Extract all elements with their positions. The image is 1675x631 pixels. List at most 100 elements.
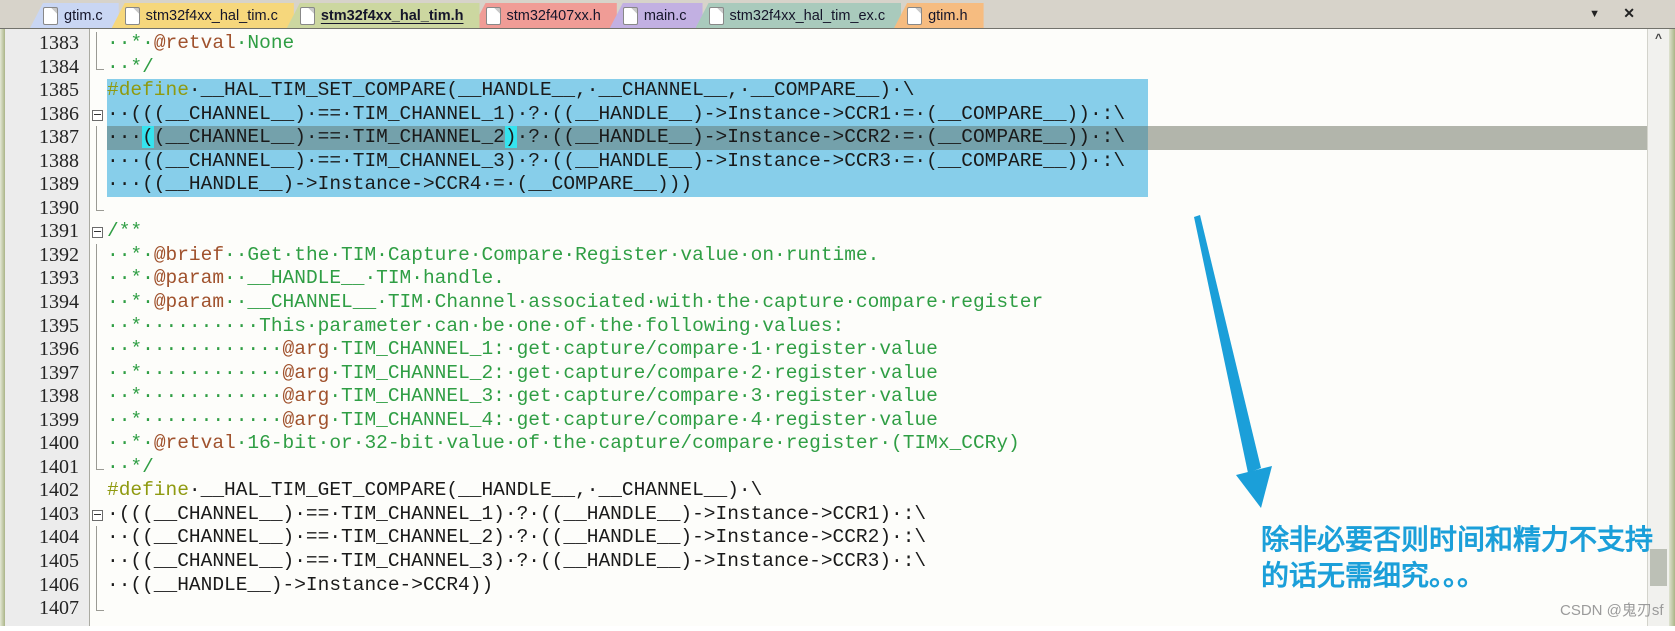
fold-guide-icon (96, 243, 97, 268)
code-segment: ··*· (107, 291, 154, 314)
fold-guide-icon (96, 361, 97, 386)
tab-gtim.c[interactable]: gtim.c (30, 3, 119, 28)
code-segment: ··*· (107, 32, 154, 54)
code-line[interactable]: ··(((__CHANNEL__)·==·TIM_CHANNEL_1)·?·((… (107, 102, 1648, 127)
tab-close-icon[interactable]: ✕ (1623, 5, 1635, 21)
fold-guide-icon (96, 432, 97, 456)
code-line[interactable]: ···((__HANDLE__)->Instance->CCR4·=·(__CO… (107, 173, 1648, 197)
code-row: 1388 ···((__CHANNEL__)·==·TIM_CHANNEL_3)·… (5, 149, 1648, 174)
code-line[interactable]: ···((__CHANNEL__)·==·TIM_CHANNEL_3)·?·((… (107, 149, 1648, 174)
line-number: 1407 (39, 597, 79, 620)
code-line[interactable]: ··*··········This·parameter·can·be·one·o… (107, 315, 1648, 339)
code-row: 1406 ··((__HANDLE__)->Instance->CCR4)) (5, 573, 1648, 598)
code-line[interactable]: ···((__CHANNEL__)·==·TIM_CHANNEL_2)·?·((… (107, 126, 1648, 150)
window-edge-right (1669, 29, 1675, 626)
code-line[interactable]: ··*·@param··__HANDLE__·TIM·handle. (107, 267, 1648, 291)
code-line[interactable]: ··*/ (107, 56, 1648, 80)
fold-guide-icon (96, 526, 97, 551)
code-line[interactable]: ··*·@retval·16-bit·or·32-bit·value·of·th… (107, 432, 1648, 456)
tab-gtim.h[interactable]: gtim.h (894, 3, 984, 28)
code-segment: ··*/ (107, 455, 154, 478)
code-row: 1402#define·__HAL_TIM_GET_COMPARE(__HAND… (5, 479, 1648, 503)
code-line[interactable]: ··((__CHANNEL__)·==·TIM_CHANNEL_2)·?·((_… (107, 526, 1648, 550)
tab-main.c[interactable]: main.c (609, 3, 703, 28)
line-number: 1386 (39, 102, 79, 125)
tab-stm32f4xx_hal_tim_ex.c[interactable]: stm32f4xx_hal_tim_ex.c (695, 3, 902, 28)
code-line[interactable]: ··*············@arg·TIM_CHANNEL_2:·get·c… (107, 362, 1648, 386)
code-line[interactable] (107, 197, 1648, 221)
code-line[interactable]: #define·__HAL_TIM_GET_COMPARE(__HANDLE__… (107, 479, 1648, 503)
code-segment: ··· (107, 126, 143, 149)
fold-guide-icon (96, 291, 97, 315)
code-row: 1400··*·@retval·16-bit·or·32-bit·value·o… (5, 432, 1648, 456)
code-line[interactable]: /** (107, 220, 1648, 244)
code-line[interactable]: ··*·@brief··Get·the·TIM·Capture·Compare·… (107, 244, 1648, 268)
code-segment: @param (153, 267, 225, 290)
vertical-scrollbar[interactable]: ^ (1647, 29, 1669, 626)
code-line[interactable]: ··((__CHANNEL__)·==·TIM_CHANNEL_3)·?·((_… (107, 550, 1648, 574)
scrollbar-thumb[interactable] (1650, 549, 1667, 586)
fold-cell (89, 597, 107, 621)
code-segment: ··__CHANNEL__·TIM·Channel·associated·wit… (224, 291, 1044, 314)
fold-toggle-icon[interactable] (92, 227, 103, 239)
code-segment: ··*··········This·parameter·can·be·one·o… (107, 314, 845, 337)
code-line[interactable]: ··*············@arg·TIM_CHANNEL_3:·get·c… (107, 385, 1648, 409)
code-segment: ··*············ (107, 338, 283, 361)
code-row: 1386 ··(((__CHANNEL__)·==·TIM_CHANNEL_1)·… (5, 102, 1648, 127)
document-icon (907, 6, 923, 25)
fold-guide-icon (96, 550, 97, 574)
fold-cell (89, 432, 107, 456)
code-line[interactable]: ··*/ (107, 456, 1648, 480)
code-segment: ·TIM_CHANNEL_1:·get·capture/compare·1·re… (329, 338, 938, 361)
code-segment: ···((__CHANNEL__)·==·TIM_CHANNEL_3)·?·((… (107, 149, 1126, 172)
fold-cell (89, 267, 107, 292)
code-segment: ··Get·the·TIM·Capture·Compare·Register·v… (224, 243, 880, 266)
code-segment: ··*············ (107, 385, 283, 408)
code-segment: ) (504, 126, 517, 149)
code-line[interactable]: ··*············@arg·TIM_CHANNEL_1:·get·c… (107, 338, 1648, 362)
fold-cell (89, 338, 107, 362)
line-number: 1384 (39, 55, 79, 78)
line-number: 1390 (39, 196, 79, 219)
line-number: 1405 (39, 550, 79, 573)
code-line[interactable]: ··*·@retval·None (107, 32, 1648, 56)
fold-guide-icon (96, 408, 97, 433)
code-row: 1397··*············@arg·TIM_CHANNEL_2:·g… (5, 361, 1648, 386)
code-segment: ···((__HANDLE__)->Instance->CCR4·=·(__CO… (107, 173, 693, 196)
fold-toggle-icon[interactable] (92, 509, 103, 521)
code-segment: ·(((__CHANNEL__)·==·TIM_CHANNEL_1)·?·((_… (107, 502, 927, 525)
tab-stm32f4xx_hal_tim.h[interactable]: stm32f4xx_hal_tim.h (286, 3, 480, 28)
code-segment: ·None (235, 32, 295, 54)
code-line[interactable] (107, 597, 1648, 621)
fold-cell (89, 32, 107, 56)
code-segment: @arg (282, 338, 330, 361)
code-row: 1394··*·@param··__CHANNEL__·TIM·Channel·… (5, 291, 1648, 315)
tab-stm32f4xx_hal_tim.c[interactable]: stm32f4xx_hal_tim.c (111, 3, 294, 28)
code-row: 1387···((__CHANNEL__)·==·TIM_CHANNEL_2)·… (5, 126, 1648, 150)
code-line[interactable]: ·(((__CHANNEL__)·==·TIM_CHANNEL_1)·?·((_… (107, 503, 1648, 527)
scroll-up-icon[interactable]: ^ (1654, 31, 1662, 45)
line-number: 1388 (39, 149, 79, 172)
code-line[interactable]: ··((__HANDLE__)->Instance->CCR4)) (107, 574, 1648, 598)
code-line[interactable]: #define·__HAL_TIM_SET_COMPARE(__HANDLE__… (107, 79, 1648, 103)
tab-stm32f407xx.h[interactable]: stm32f407xx.h (472, 3, 617, 28)
fold-toggle-icon[interactable] (92, 109, 103, 121)
code-segment: ··*············ (107, 361, 283, 384)
code-row: 1405 ··((__CHANNEL__)·==·TIM_CHANNEL_3)·?… (5, 550, 1648, 574)
code-segment: ··*· (107, 243, 154, 266)
line-number: 1406 (39, 573, 79, 596)
fold-cell (89, 385, 107, 409)
code-line[interactable]: ··*············@arg·TIM_CHANNEL_4:·get·c… (107, 409, 1648, 433)
code-segment: @param (153, 291, 225, 314)
fold-guide-icon (96, 338, 97, 362)
code-segment: ( (142, 126, 154, 149)
tab-dropdown-icon[interactable]: ▼ (1589, 8, 1600, 20)
code-line[interactable]: ··*·@param··__CHANNEL__·TIM·Channel·asso… (107, 291, 1648, 315)
code-segment: ··*············ (107, 408, 283, 431)
document-icon (124, 6, 140, 25)
fold-cell (89, 573, 107, 598)
code-row: 1403·(((__CHANNEL__)·==·TIM_CHANNEL_1)·?… (5, 503, 1648, 527)
code-row: 1390 (5, 196, 1648, 221)
